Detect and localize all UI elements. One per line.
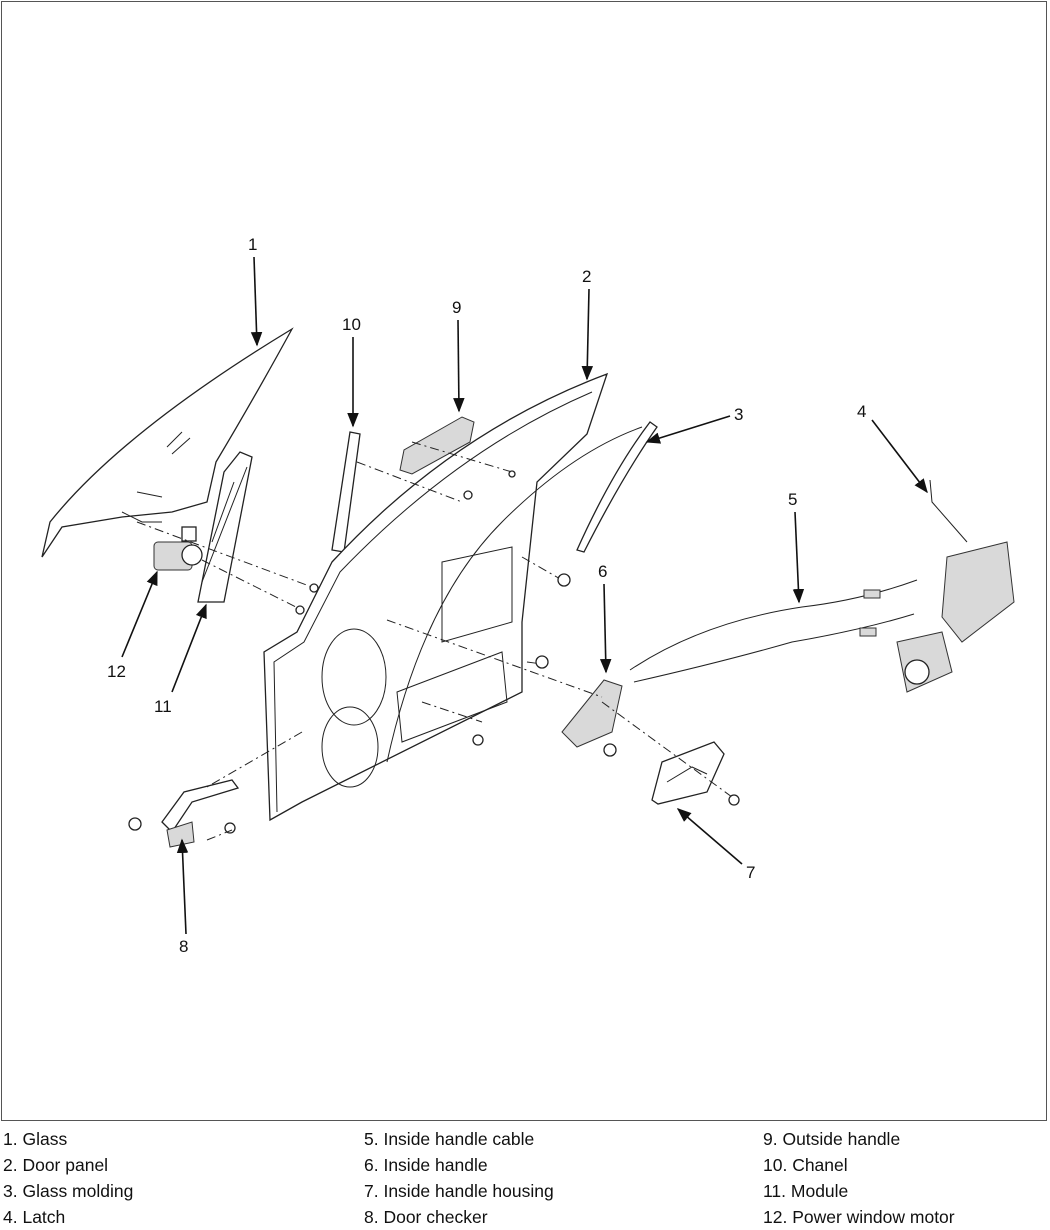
legend-item: 1. Glass — [3, 1129, 68, 1149]
callout-3: 3 — [734, 405, 743, 424]
callout-labels: 1 2 3 4 5 6 7 8 9 10 11 12 — [107, 235, 866, 956]
callout-6: 6 — [598, 562, 607, 581]
diagram-frame: 1 2 3 4 5 6 7 8 9 10 11 12 — [1, 1, 1047, 1121]
legend-item: 6. Inside handle — [364, 1155, 488, 1175]
callout-11: 11 — [154, 697, 172, 716]
callout-1: 1 — [248, 235, 257, 254]
window-regulator-module-part — [121, 451, 253, 603]
legend-item: 3. Glass molding — [3, 1181, 134, 1201]
callout-9: 9 — [452, 298, 461, 317]
fasteners — [295, 470, 740, 806]
callout-5: 5 — [788, 490, 797, 509]
legend-item: 12. Power window motor — [763, 1207, 955, 1227]
legend-item: 11. Module — [763, 1181, 849, 1201]
power-window-motor-part — [153, 526, 203, 571]
callout-8: 8 — [179, 937, 188, 956]
legend-item: 10. Chanel — [763, 1155, 848, 1175]
callout-7: 7 — [746, 863, 755, 882]
callout-2: 2 — [582, 267, 591, 286]
glass-part — [41, 327, 294, 558]
callout-10: 10 — [342, 315, 361, 334]
inside-handle-cable-part — [629, 579, 918, 683]
glass-molding-part — [386, 421, 658, 763]
legend-column-1: 1. Glass 2. Door panel 3. Glass molding … — [3, 1126, 133, 1230]
callout-12: 12 — [107, 662, 126, 681]
outside-handle-part — [399, 416, 475, 475]
legend-item: 7. Inside handle housing — [364, 1181, 554, 1201]
legend-item: 5. Inside handle cable — [364, 1129, 535, 1149]
parts-legend: 1. Glass 2. Door panel 3. Glass molding … — [0, 1126, 1050, 1227]
callout-4: 4 — [857, 402, 866, 421]
legend-item: 8. Door checker — [364, 1207, 488, 1227]
legend-item: 4. Latch — [3, 1207, 66, 1227]
legend-item: 9. Outside handle — [763, 1129, 901, 1149]
door-panel-part — [263, 372, 609, 822]
assembly-lines — [136, 441, 733, 841]
latch-part — [896, 479, 1015, 693]
door-exploded-diagram: 1 2 3 4 5 6 7 8 9 10 11 12 — [41, 235, 1015, 956]
door-checker-part — [128, 779, 240, 848]
legend-column-3: 9. Outside handle 10. Chanel 11. Module … — [763, 1126, 955, 1230]
inside-handle-housing-part — [651, 741, 725, 805]
legend-item: 2. Door panel — [3, 1155, 109, 1175]
legend-column-2: 5. Inside handle cable 6. Inside handle … — [364, 1126, 554, 1230]
inside-handle-part — [561, 679, 623, 757]
callout-leaders — [121, 256, 928, 935]
channel-part — [331, 431, 361, 553]
